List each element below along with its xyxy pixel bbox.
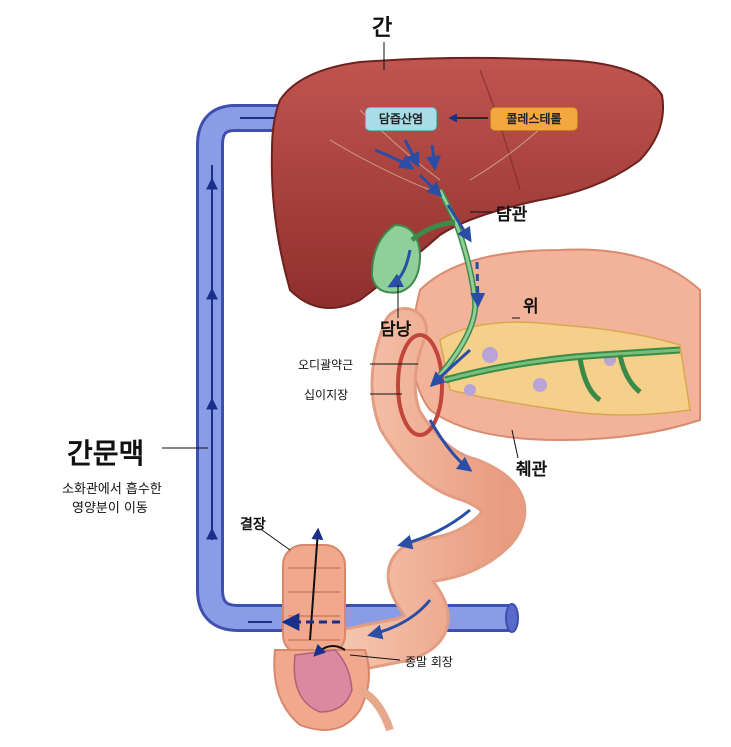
- pancreatic-duct-label: 췌관: [516, 460, 548, 480]
- bile-acid-box: 담즙산염: [365, 107, 437, 131]
- bile-duct: [374, 113, 488, 388]
- portal-vein-label: 간문맥: [67, 437, 145, 470]
- bile-duct-label: 담관: [496, 205, 528, 225]
- portal-vein-desc-2: 영양분이 이동: [72, 501, 148, 516]
- liver-label: 간: [372, 16, 393, 41]
- cholesterol-box: 콜레스테롤: [490, 107, 578, 131]
- terminal-ileum-label: 종말 회장: [405, 655, 453, 669]
- portal-vein: [196, 104, 519, 633]
- duodenum-label: 십이지장: [304, 388, 349, 402]
- pancreas: [439, 321, 691, 416]
- portal-vein-desc-1: 소화관에서 흡수한: [62, 482, 162, 497]
- sphincter-oddi-label: 오디괄약근: [298, 358, 354, 372]
- colon: [273, 527, 394, 732]
- stomach-label: 위: [523, 297, 539, 317]
- colon-label: 결장: [240, 517, 266, 533]
- leader-lines: [162, 42, 520, 661]
- gallbladder: [370, 223, 422, 294]
- gallbladder-label: 담낭: [380, 320, 412, 340]
